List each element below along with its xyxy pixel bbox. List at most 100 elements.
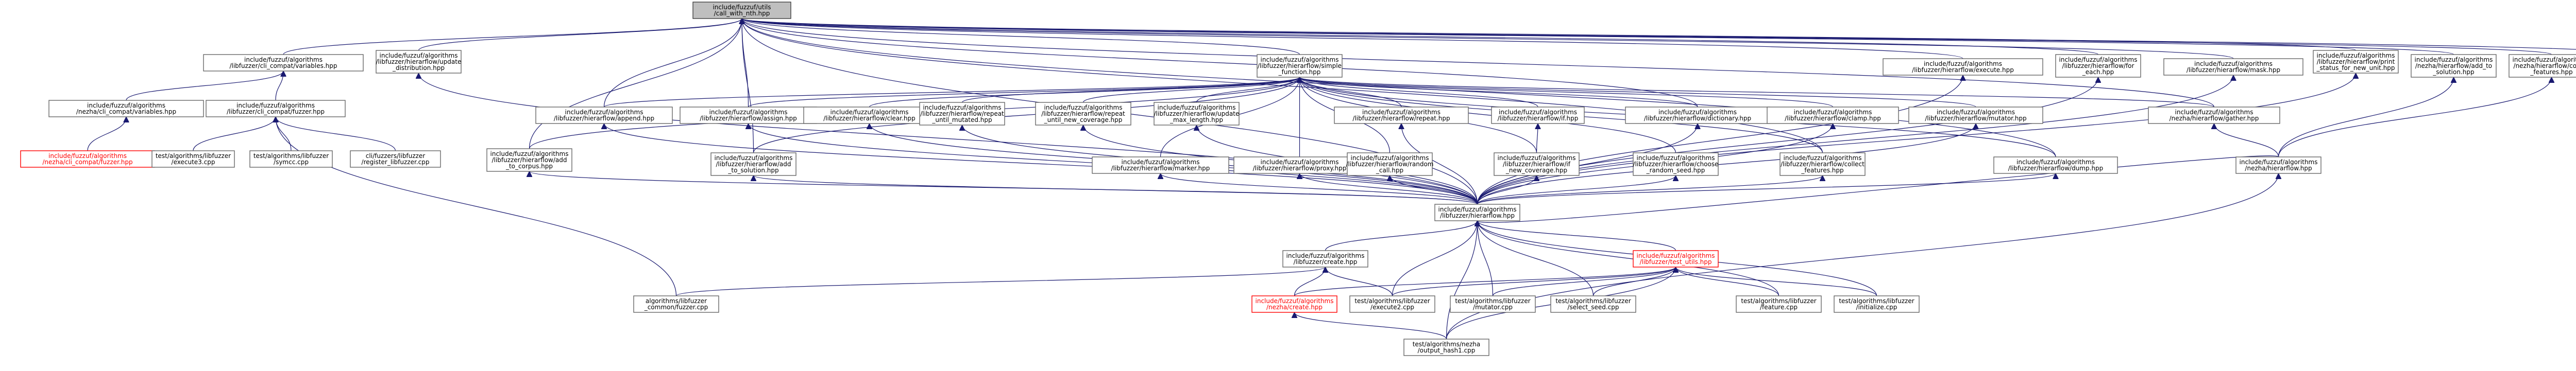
- graph-node[interactable]: include/fuzzuf/algorithms/libfuzzer/hier…: [1154, 102, 1240, 126]
- graph-node-label: /libfuzzer/create.hpp: [1294, 258, 1358, 266]
- graph-node[interactable]: include/fuzzuf/algorithms/libfuzzer/hier…: [2163, 58, 2303, 76]
- graph-node-label: include/fuzzuf/algorithms: [2513, 56, 2576, 63]
- graph-node-box: [1233, 156, 1366, 174]
- graph-node[interactable]: include/fuzzuf/algorithms/libfuzzer/hier…: [535, 107, 673, 124]
- graph-node[interactable]: include/fuzzuf/algorithms/nezha/hierarfl…: [2411, 54, 2497, 78]
- graph-node[interactable]: include/fuzzuf/algorithms/libfuzzer/hier…: [376, 50, 462, 74]
- graph-node[interactable]: include/fuzzuf/algorithms/libfuzzer/hier…: [1092, 156, 1229, 174]
- dependency-edge: [1477, 123, 1698, 205]
- graph-node-label: include/fuzzuf/algorithms: [1637, 154, 1715, 162]
- graph-node-label: include/fuzzuf/algorithms: [87, 102, 165, 109]
- graph-node-label: include/fuzzuf/algorithms: [1499, 109, 1577, 116]
- dependency-edge: [1392, 221, 1478, 296]
- dependency-edge: [193, 116, 276, 151]
- graph-node-box: [1625, 107, 1770, 124]
- graph-node[interactable]: include/fuzzuf/algorithms/nezha/hierarfl…: [2509, 54, 2576, 78]
- graph-node[interactable]: include/fuzzuf/algorithms/libfuzzer/hier…: [919, 102, 1005, 126]
- graph-node[interactable]: include/fuzzuf/algorithms/nezha/hierarfl…: [2235, 156, 2321, 174]
- graph-node[interactable]: test/algorithms/libfuzzer/execute3.cpp: [151, 150, 235, 168]
- graph-node[interactable]: include/fuzzuf/algorithms/libfuzzer/hier…: [1434, 204, 1520, 221]
- graph-node[interactable]: include/fuzzuf/algorithms/libfuzzer/hier…: [2055, 54, 2141, 78]
- graph-node[interactable]: test/algorithms/nezha/output_hash1.cpp: [1403, 339, 1489, 356]
- graph-node-label: include/fuzzuf/algorithms: [1937, 109, 2015, 116]
- graph-node-label: include/fuzzuf/algorithms: [1794, 109, 1872, 116]
- graph-node-label: /output_hash1.cpp: [1418, 347, 1476, 354]
- graph-node-label: include/fuzzuf/utils: [713, 4, 771, 11]
- graph-node-box: [1434, 204, 1520, 221]
- graph-node[interactable]: include/fuzzuf/algorithms/libfuzzer/hier…: [1780, 152, 1866, 176]
- graph-node[interactable]: include/fuzzuf/algorithms/nezha/cli_comp…: [20, 150, 155, 168]
- dependency-edge: [1300, 77, 1538, 108]
- graph-node-label: /nezha/cli_compat/fuzzer.hpp: [42, 158, 132, 166]
- graph-node[interactable]: test/algorithms/libfuzzer/select_seed.cp…: [1550, 295, 1636, 313]
- graph-node[interactable]: include/fuzzuf/algorithms/libfuzzer/hier…: [1233, 156, 1366, 174]
- graph-node[interactable]: include/fuzzuf/algorithms/libfuzzer/hier…: [1633, 152, 1719, 176]
- graph-node[interactable]: include/fuzzuf/algorithms/libfuzzer/hier…: [1491, 107, 1585, 124]
- dependency-edge: [1390, 175, 1478, 205]
- graph-node[interactable]: include/fuzzuf/algorithms/libfuzzer/cli_…: [203, 54, 364, 72]
- graph-node[interactable]: algorithms/libfuzzer_common/fuzzer.cpp: [633, 295, 719, 313]
- graph-node-label: /nezha/hierarflow/collect: [2514, 62, 2576, 69]
- graph-node-label: include/fuzzuf/algorithms: [1261, 56, 1339, 63]
- graph-node[interactable]: test/algorithms/libfuzzer/feature.cpp: [1736, 295, 1822, 313]
- dependency-edge: [276, 117, 292, 151]
- graph-node-label: _until_new_coverage.hpp: [1044, 116, 1123, 123]
- graph-node[interactable]: test/algorithms/libfuzzer/mutator.cpp: [1450, 295, 1536, 313]
- graph-node[interactable]: include/fuzzuf/algorithms/libfuzzer/crea…: [1282, 250, 1368, 268]
- graph-node-label: /libfuzzer/hierarflow/dictionary.hpp: [1644, 115, 1751, 122]
- dependency-edge: [1196, 77, 1300, 103]
- graph-node[interactable]: include/fuzzuf/algorithms/libfuzzer/cli_…: [206, 100, 346, 117]
- graph-node[interactable]: include/fuzzuf/algorithms/libfuzzer/hier…: [710, 152, 796, 176]
- graph-node-box: [1491, 107, 1585, 124]
- graph-node-box: [1736, 295, 1822, 313]
- dependency-edge: [742, 19, 2454, 55]
- graph-node-label: include/fuzzuf/algorithms: [2016, 158, 2095, 166]
- graph-node[interactable]: include/fuzzuf/algorithms/libfuzzer/hier…: [1883, 58, 2043, 76]
- dependency-edge: [961, 77, 1300, 103]
- graph-node[interactable]: include/fuzzuf/algorithms/libfuzzer/hier…: [2313, 50, 2399, 74]
- graph-node-label: include/fuzzuf/algorithms: [2317, 52, 2395, 59]
- graph-node[interactable]: test/algorithms/libfuzzer/execute2.cpp: [1349, 295, 1435, 313]
- graph-node[interactable]: include/fuzzuf/algorithms/libfuzzer/hier…: [1625, 107, 1770, 124]
- graph-node[interactable]: include/fuzzuf/algorithms/libfuzzer/hier…: [803, 107, 936, 124]
- graph-node-label: /libfuzzer/hierarflow/choose: [1633, 161, 1719, 168]
- dependency-edge: [1161, 173, 1478, 205]
- graph-node[interactable]: include/fuzzuf/algorithms/nezha/hierarfl…: [2148, 107, 2280, 124]
- graph-node-box: [48, 100, 204, 117]
- graph-node[interactable]: include/fuzzuf/algorithms/libfuzzer/hier…: [1908, 107, 2043, 124]
- graph-node-label: /initialize.cpp: [1856, 304, 1897, 311]
- graph-node-label: include/fuzzuf/algorithms: [1784, 154, 1862, 162]
- graph-node-label: include/fuzzuf/algorithms: [244, 56, 323, 63]
- dependency-edge: [1392, 267, 1676, 296]
- graph-node[interactable]: include/fuzzuf/algorithms/libfuzzer/hier…: [1257, 54, 1343, 78]
- graph-node[interactable]: include/fuzzuf/algorithms/nezha/create.h…: [1251, 295, 1337, 313]
- graph-node[interactable]: include/fuzzuf/utils/call_with_nth.hpp: [692, 2, 791, 19]
- graph-node[interactable]: include/fuzzuf/algorithms/libfuzzer/hier…: [1993, 156, 2118, 174]
- graph-node[interactable]: test/algorithms/libfuzzer/initialize.cpp: [1834, 295, 1920, 313]
- graph-node-label: include/fuzzuf/algorithms: [2194, 60, 2273, 67]
- graph-node-label: _features.hpp: [2530, 68, 2572, 76]
- graph-node[interactable]: include/fuzzuf/algorithms/libfuzzer/hier…: [680, 107, 817, 124]
- graph-node-label: /nezha/hierarflow/gather.hpp: [2170, 115, 2259, 122]
- dependency-edge: [1446, 173, 2279, 340]
- graph-node[interactable]: include/fuzzuf/algorithms/libfuzzer/hier…: [486, 148, 572, 172]
- graph-node[interactable]: include/fuzzuf/algorithms/libfuzzer/hier…: [1346, 152, 1434, 176]
- graph-node[interactable]: include/fuzzuf/algorithms/nezha/cli_comp…: [48, 100, 204, 117]
- graph-node-box: [535, 107, 673, 124]
- graph-node[interactable]: test/algorithms/libfuzzer/symcc.cpp: [249, 150, 333, 168]
- dependency-edge: [126, 70, 283, 101]
- graph-node-label: include/fuzzuf/algorithms: [1498, 154, 1576, 162]
- graph-node-box: [1834, 295, 1920, 313]
- graph-node[interactable]: include/fuzzuf/algorithms/libfuzzer/hier…: [1767, 107, 1899, 124]
- graph-node[interactable]: cli/fuzzers/libfuzzer/register_libfuzzer…: [350, 150, 441, 168]
- graph-node-label: include/fuzzuf/algorithms: [1158, 104, 1236, 111]
- graph-node[interactable]: include/fuzzuf/algorithms/libfuzzer/hier…: [1494, 152, 1580, 176]
- graph-node-box: [151, 150, 235, 168]
- graph-node[interactable]: include/fuzzuf/algorithms/libfuzzer/hier…: [1035, 102, 1131, 126]
- graph-node-box: [2411, 54, 2497, 78]
- graph-node-label: _max_length.hpp: [1170, 116, 1223, 123]
- dependency-edge: [275, 71, 283, 101]
- graph-node[interactable]: include/fuzzuf/algorithms/libfuzzer/test…: [1633, 250, 1719, 268]
- graph-node[interactable]: include/fuzzuf/algorithms/libfuzzer/hier…: [1334, 107, 1469, 124]
- graph-node-label: include/fuzzuf/algorithms: [380, 52, 458, 59]
